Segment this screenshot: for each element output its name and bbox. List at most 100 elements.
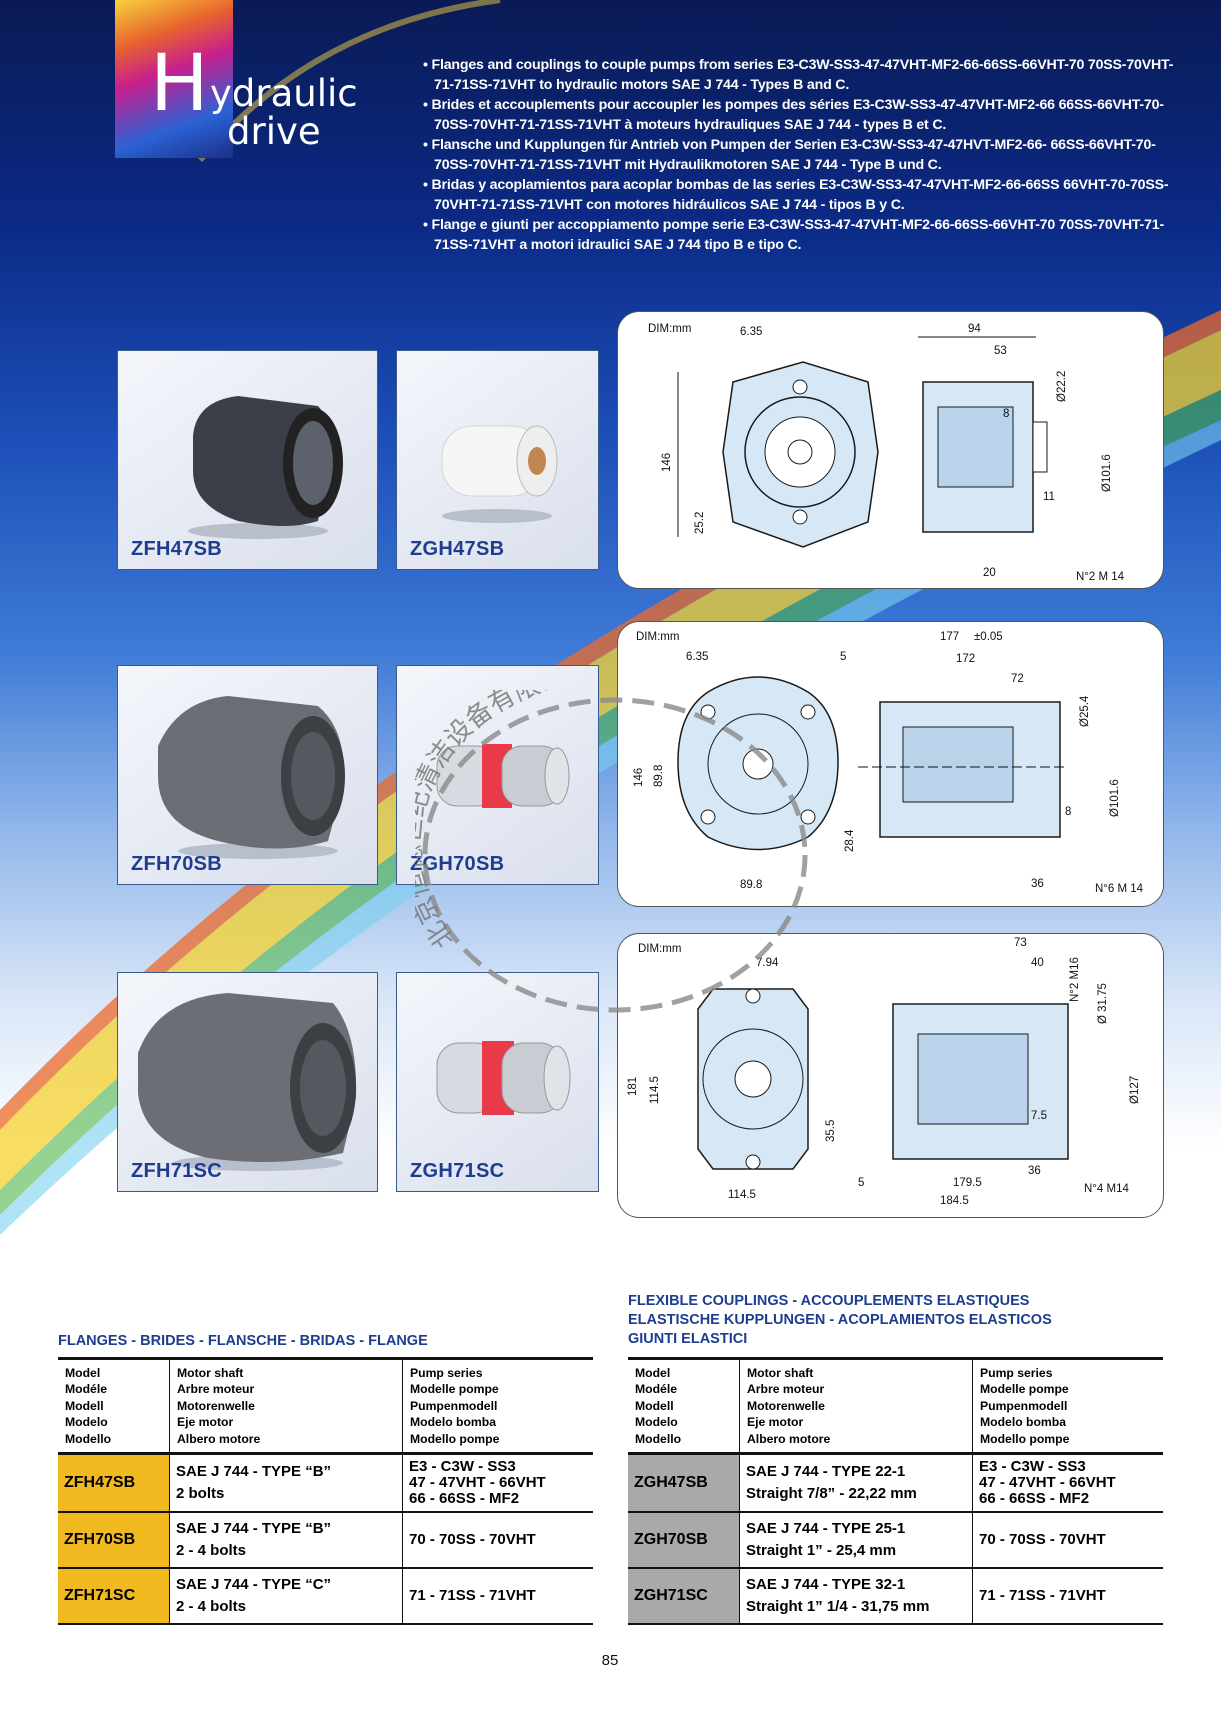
dim-unit: DIM:mm xyxy=(636,631,679,643)
dim-j: 20 xyxy=(983,567,996,579)
dim-h: 35.5 xyxy=(825,1120,837,1142)
table-row: ZFH71SC SAE J 744 - TYPE “C”2 - 4 bolts … xyxy=(58,1568,593,1626)
dim-b: 5 xyxy=(840,651,846,663)
shaft-cell: SAE J 744 - TYPE “B”2 - 4 bolts xyxy=(169,1512,403,1570)
pump-cell: 71 - 71SS - 71VHT xyxy=(972,1568,1163,1626)
page-number: 85 xyxy=(601,1652,619,1669)
photo-zgh70sb: ZGH70SB xyxy=(396,665,599,885)
dim-a: 6.35 xyxy=(686,651,708,663)
flange-image xyxy=(138,993,357,1171)
coupling-image xyxy=(441,425,558,523)
dim-n: 184.5 xyxy=(940,1195,969,1207)
dim-unit: DIM:mm xyxy=(638,943,681,955)
drawing-svg: DIM:mm 146 25.2 6.35 94 53 8 11 20 Ø22.2… xyxy=(648,323,1125,583)
dim-unit: DIM:mm xyxy=(648,323,691,335)
photo-caption: ZGH70SB xyxy=(410,853,505,875)
dim-d: Ø22.2 xyxy=(1056,371,1068,402)
flange-image xyxy=(158,696,345,859)
model-cell: ZGH71SC xyxy=(628,1568,740,1626)
dim-j: 7.5 xyxy=(1031,1110,1047,1122)
intro-line-en: • Flanges and couplings to couple pumps … xyxy=(423,57,1174,93)
logo-panel xyxy=(115,0,233,158)
dim-k: 5 xyxy=(858,1177,864,1189)
dim-c-tol: ±0.05 xyxy=(974,631,1003,643)
dim-g: 146 xyxy=(633,768,645,787)
dim-i: 28.4 xyxy=(844,829,856,852)
dim-c: 177 xyxy=(940,631,959,643)
photo-zfh71sc: ZFH71SC xyxy=(117,972,378,1192)
model-cell: ZGH47SB xyxy=(628,1453,740,1514)
dim-a: 6.35 xyxy=(740,326,762,338)
dim-b: 94 xyxy=(968,323,981,335)
dim-a: 7.94 xyxy=(756,957,779,969)
pump-cell: 70 - 70SS - 70VHT xyxy=(972,1512,1163,1570)
couplings-caption: FLEXIBLE COUPLINGS - ACCOUPLEMENTS ELAST… xyxy=(628,1293,1052,1347)
technical-drawing-zfh47sb: DIM:mm 146 25.2 6.35 94 53 8 11 20 Ø22.2… xyxy=(617,311,1164,589)
dim-k: N°2 M 14 xyxy=(1076,571,1125,583)
photo-caption: ZGH47SB xyxy=(410,538,505,560)
dim-d: N°2 M16 xyxy=(1069,957,1081,1002)
logo-word-drive: drive xyxy=(227,110,321,153)
dim-m: 36 xyxy=(1031,878,1044,890)
photo-zgh47sb: ZGH47SB xyxy=(396,350,599,570)
intro-line-it: • Flange e giunti per accoppiamento pomp… xyxy=(423,217,1164,253)
dim-j: Ø101.6 xyxy=(1109,779,1121,817)
dim-g: 114.5 xyxy=(649,1076,661,1104)
photo-zfh70sb: ZFH70SB xyxy=(117,665,378,885)
intro-line-es: • Bridas y acoplamientos para acoplar bo… xyxy=(423,177,1169,213)
dim-n: N°6 M 14 xyxy=(1095,883,1144,895)
dim-k: 8 xyxy=(1065,806,1071,818)
company-stamp: 北京恒德世纪清洁设备有限公司 xyxy=(415,690,808,1013)
model-cell: ZFH47SB xyxy=(58,1453,170,1514)
dim-c: 40 xyxy=(1031,957,1044,969)
model-cell: ZGH70SB xyxy=(628,1512,740,1570)
dim-b: 73 xyxy=(1014,937,1027,949)
dim-f: 146 xyxy=(661,453,673,472)
dim-d: 172 xyxy=(956,653,975,665)
intro-line-fr: • Brides et accouplements pour accoupler… xyxy=(423,97,1164,133)
dim-e: 8 xyxy=(1003,408,1009,420)
dim-e: Ø 31.75 xyxy=(1097,983,1109,1024)
flanges-caption: FLANGES - BRIDES - FLANSCHE - BRIDAS - F… xyxy=(58,1333,428,1349)
dim-e: 72 xyxy=(1011,673,1024,685)
model-cell: ZFH70SB xyxy=(58,1512,170,1570)
stamp-text: 北京恒德世纪清洁设备有限公司 xyxy=(415,690,594,953)
shaft-cell: SAE J 744 - TYPE “B”2 bolts xyxy=(169,1453,403,1514)
coupling-image xyxy=(436,1041,571,1115)
photo-caption: ZFH71SC xyxy=(131,1160,223,1182)
dim-h: Ø101.6 xyxy=(1101,454,1113,492)
technical-drawing-zfh71sc: DIM:mm 7.94 181 114.5 35.5 114.5 73 40 N… xyxy=(617,933,1164,1218)
photo-zfh47sb: ZFH47SB xyxy=(117,350,378,570)
dim-l: 179.5 xyxy=(953,1177,982,1189)
photo-caption: ZFH70SB xyxy=(131,853,223,875)
table-row: ZFH47SB SAE J 744 - TYPE “B”2 bolts E3 -… xyxy=(58,1453,593,1514)
dim-o: 114.5 xyxy=(728,1189,756,1201)
intro-line-de: • Flansche und Kupplungen für Antrieb vo… xyxy=(423,137,1156,173)
svg-text:北京恒德世纪清洁设备有限公司: 北京恒德世纪清洁设备有限公司 xyxy=(415,690,594,953)
dim-f: Ø25.4 xyxy=(1079,695,1091,727)
dim-m: 36 xyxy=(1028,1165,1041,1177)
photo-zgh71sc: ZGH71SC xyxy=(396,972,599,1192)
dim-i: Ø127 xyxy=(1129,1076,1141,1104)
logo-letter: H xyxy=(150,39,209,129)
shaft-cell: SAE J 744 - TYPE “C”2 - 4 bolts xyxy=(169,1568,403,1626)
dim-l: 89.8 xyxy=(740,879,762,891)
pump-cell: 70 - 70SS - 70VHT xyxy=(402,1512,593,1570)
photo-caption: ZFH47SB xyxy=(131,538,223,560)
coupling-image xyxy=(436,744,570,808)
dim-i: 11 xyxy=(1043,491,1055,503)
intro-text: • Flanges and couplings to couple pumps … xyxy=(423,55,1183,255)
